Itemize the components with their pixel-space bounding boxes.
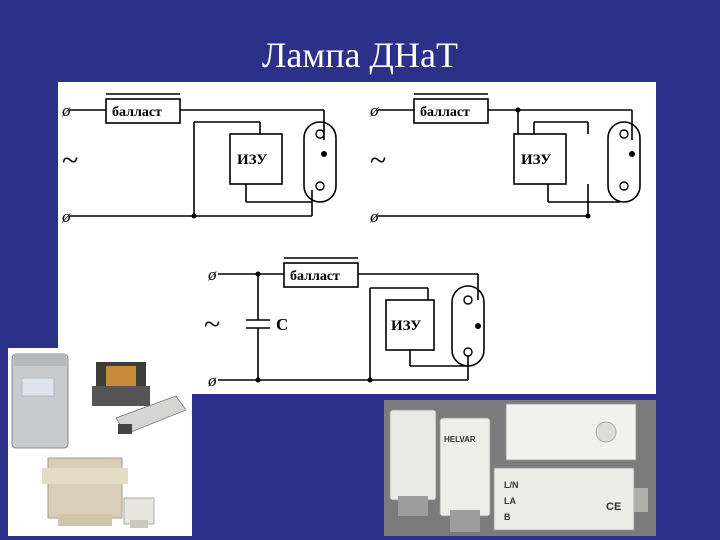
terminal-label: L/N [504,480,519,490]
igniter-label: ИЗУ [391,318,421,334]
slide-title: Лампа ДНаТ [262,35,458,75]
terminal-symbol: ø [369,207,379,226]
ac-symbol: ~ [370,144,386,177]
ballast-label: балласт [112,105,162,120]
ce-mark: CE [606,501,621,513]
ac-symbol: ~ [204,308,220,341]
terminal-label: LA [504,496,516,506]
lamp-shape [303,121,337,203]
igniter-box [229,133,283,185]
wiring-diagrams: ø ø ø ø ø ø ~ ~ ~ балласт балласт баллас… [61,93,641,390]
capacitor-label: C [276,315,288,334]
igniter-photo: HELVAR L/N LA B CE [384,400,656,536]
circuit-bottom [218,257,485,381]
terminal-label: B [504,512,511,522]
igniter-label: ИЗУ [521,152,551,168]
circuit-top-left [70,93,337,217]
terminal-symbol: ø [207,265,217,284]
ballast-box [105,98,181,124]
ballast-label: балласт [290,269,340,284]
wiring-diagram-panel: ø ø ø ø ø ø ~ ~ ~ балласт балласт баллас… [58,82,656,394]
ac-symbol: ~ [62,144,78,177]
ballast-photo [8,348,192,536]
circuit-top-right [378,93,641,217]
terminal-symbol: ø [369,101,379,120]
terminal-symbol: ø [207,371,217,390]
ballast-label: балласт [420,105,470,120]
igniter-label: ИЗУ [237,152,267,168]
terminal-symbol: ø [61,207,71,226]
brand-label: HELVAR [444,435,476,444]
terminal-symbol: ø [61,101,71,120]
